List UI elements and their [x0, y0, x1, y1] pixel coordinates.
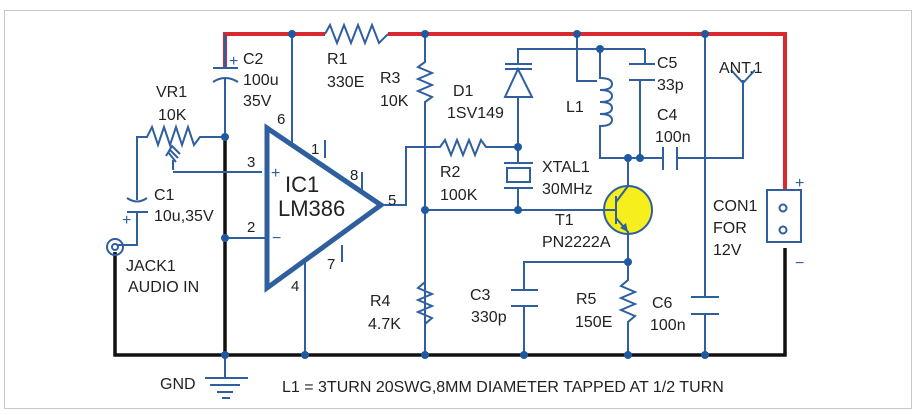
con1-line3: 12V	[713, 242, 742, 259]
vr1-wiper-arrow	[165, 144, 181, 157]
con1-pin-minus	[778, 225, 788, 235]
c5-ref: C5	[657, 55, 678, 72]
c2-rating: 35V	[243, 93, 272, 110]
r5-ref: R5	[576, 291, 597, 308]
xtal1-ref: XTAL1	[542, 159, 590, 176]
jack1-outer	[106, 238, 124, 256]
con1-pin-plus	[778, 203, 788, 213]
ground-label: GND	[160, 376, 196, 393]
d1-ref: D1	[453, 83, 474, 100]
c6-ref: C6	[652, 295, 673, 312]
r2-resistor	[426, 137, 518, 158]
d1-varactor	[503, 34, 645, 147]
r3-resistor	[415, 34, 435, 355]
r2-value: 100K	[440, 187, 478, 204]
r2-ref: R2	[440, 164, 461, 181]
ic1-pin8: 8	[350, 167, 358, 184]
r3-value: 10K	[380, 93, 409, 110]
ic1-pin2: 2	[247, 219, 255, 236]
r1-value: 330E	[327, 74, 364, 91]
supply-rail	[223, 32, 787, 190]
ic1-opamp-triangle	[264, 123, 386, 293]
r4-value: 4.7K	[368, 316, 401, 333]
jack1-ref: JACK1	[126, 258, 176, 275]
t1-emitter-arrow	[620, 223, 628, 232]
antenna-symbol	[730, 69, 756, 100]
ground-rail	[113, 248, 787, 357]
c1-capacitor	[118, 197, 148, 246]
ic1-plus: +	[271, 165, 280, 182]
c4-ref: C4	[657, 107, 678, 124]
ic1-minus: −	[272, 230, 281, 247]
ic1-pin5: 5	[388, 192, 396, 209]
c3-ref: C3	[470, 287, 491, 304]
ic1-ref: IC1	[285, 172, 319, 197]
c2-polarity: +	[229, 53, 238, 70]
r3-ref: R3	[380, 70, 401, 87]
r1-resistor	[324, 22, 389, 46]
jack1-inner	[111, 243, 119, 251]
vr1-potentiometer	[136, 123, 262, 200]
c4-value: 100n	[655, 129, 691, 146]
ic1-pin3: 3	[247, 154, 255, 171]
c4-capacitor	[640, 80, 744, 170]
d1-value: 1SV149	[447, 105, 504, 122]
l1-ref: L1	[566, 99, 584, 116]
ground-symbol	[205, 355, 248, 399]
c6-capacitor	[691, 34, 719, 355]
inductor-note: L1 = 3TURN 20SWG,8MM DIAMETER TAPPED AT …	[282, 379, 724, 396]
con1-ref: CON1	[713, 198, 758, 215]
t1-part: PN2222A	[542, 234, 611, 251]
r4-ref: R4	[370, 293, 391, 310]
c2-value: 100u	[243, 72, 279, 89]
jack1-desc: AUDIO IN	[128, 279, 199, 296]
ic1-pin7: 7	[327, 256, 335, 273]
ic1-pin1: 1	[311, 141, 319, 158]
c2-capacitor	[212, 34, 239, 137]
con1-line2: FOR	[713, 220, 747, 237]
con1-plus: +	[795, 175, 804, 192]
c5-capacitor	[629, 49, 655, 158]
junction-dots	[221, 30, 709, 359]
c5-value: 33p	[657, 77, 684, 94]
con1-minus: −	[795, 255, 804, 272]
r5-value: 150E	[575, 314, 612, 331]
c6-value: 100n	[650, 317, 686, 334]
antenna-ref: ANT.1	[719, 60, 763, 77]
xtal1-crystal	[504, 147, 533, 210]
t1-ref: T1	[555, 212, 574, 229]
ic1-pin6: 6	[277, 111, 285, 128]
c1-ref: C1	[154, 187, 175, 204]
vr1-value: 10K	[158, 107, 187, 124]
c2-ref: C2	[243, 51, 264, 68]
vr1-ref: VR1	[156, 84, 187, 101]
l1-inductor	[599, 49, 663, 159]
c1-polarity: +	[122, 212, 131, 229]
r1-ref: R1	[327, 51, 348, 68]
ic1-part: LM386	[278, 196, 345, 221]
xtal1-value: 30MHz	[542, 181, 593, 198]
r4-resistor	[415, 281, 435, 325]
ic1-pin4: 4	[291, 278, 299, 295]
c3-value: 330p	[471, 309, 507, 326]
c1-value: 10u,35V	[154, 208, 214, 225]
ic1-pin-wires	[225, 34, 426, 355]
c3-capacitor	[511, 261, 628, 355]
r5-resistor	[618, 262, 638, 355]
